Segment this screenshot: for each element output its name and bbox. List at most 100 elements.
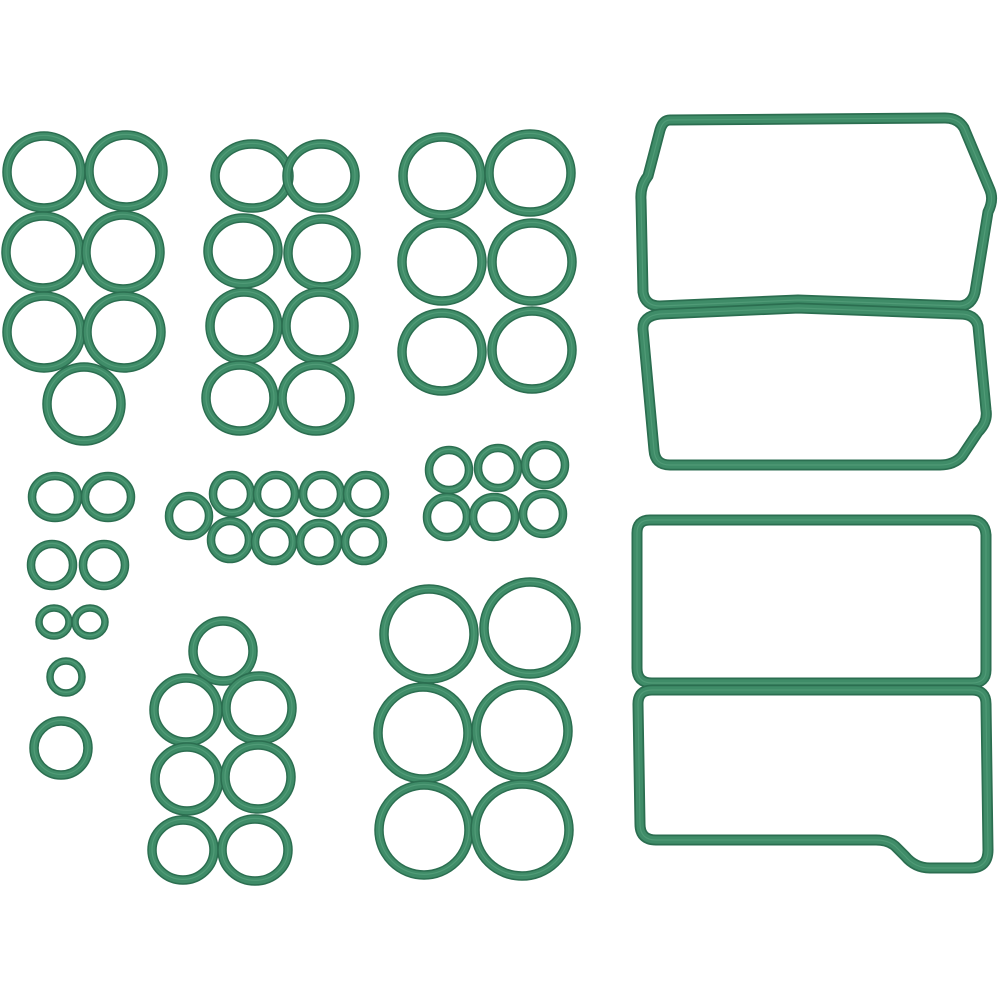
o-ring-highlight — [151, 818, 215, 881]
o-ring-highlight — [377, 685, 469, 780]
o-ring — [379, 584, 479, 684]
o-ring-highlight — [221, 817, 289, 882]
o-ring — [398, 132, 486, 220]
o-ring-highlight — [153, 676, 219, 743]
o-ring-highlight — [88, 133, 164, 207]
o-ring-highlight — [428, 448, 470, 490]
o-ring-highlight — [210, 519, 250, 560]
o-ring-highlight — [31, 474, 79, 518]
o-ring — [520, 440, 570, 490]
o-ring-highlight — [401, 221, 483, 301]
o-ring — [518, 489, 568, 539]
o-ring-highlight — [154, 745, 220, 812]
o-ring-highlight — [5, 214, 81, 288]
o-ring-highlight — [82, 542, 126, 587]
o-ring — [277, 360, 355, 436]
o-ring-highlight — [475, 683, 569, 778]
o-ring-highlight — [302, 473, 342, 513]
o-ring-highlight — [281, 363, 351, 431]
o-ring — [295, 518, 343, 566]
o-ring — [82, 291, 166, 373]
gasket-group — [631, 112, 998, 874]
o-ring-highlight — [426, 495, 468, 538]
o-ring — [298, 470, 346, 518]
o-ring-highlight — [285, 290, 355, 360]
o-ring — [281, 287, 359, 365]
o-ring — [42, 362, 126, 446]
o-ring — [424, 445, 474, 495]
o-ring — [80, 471, 136, 523]
o-ring-highlight — [522, 492, 564, 535]
o-ring-highlight — [205, 363, 275, 431]
o-ring — [373, 682, 473, 784]
o-ring — [35, 604, 73, 640]
o-ring — [397, 218, 487, 306]
o-ring — [203, 213, 283, 289]
o-ring — [150, 742, 224, 816]
o-ring — [468, 492, 520, 542]
o-ring — [27, 471, 83, 523]
o-ring-highlight — [472, 495, 516, 538]
o-ring-highlight — [192, 619, 254, 682]
o-ring-highlight — [287, 217, 357, 287]
o-ring-highlight — [207, 216, 279, 284]
o-ring — [470, 779, 574, 881]
o-ring-highlight — [85, 213, 161, 289]
o-ring-highlight — [84, 474, 132, 518]
o-ring-highlight — [86, 294, 162, 368]
o-ring-highlight — [488, 132, 572, 212]
o-ring-highlight — [383, 587, 475, 680]
lower-gasket — [631, 514, 994, 874]
o-ring — [208, 470, 256, 518]
o-ring-highlight — [491, 309, 573, 389]
o-ring-highlight — [168, 494, 210, 537]
o-ring-highlight — [212, 473, 252, 513]
o-ring-group — [1, 129, 581, 886]
o-ring-highlight — [6, 294, 82, 368]
o-ring-highlight — [6, 134, 82, 208]
o-ring — [149, 673, 223, 747]
o-ring-highlight — [38, 606, 70, 637]
o-ring-highlight — [402, 135, 482, 215]
gasket-highlight — [642, 307, 987, 466]
o-ring — [340, 518, 388, 566]
o-ring-highlight — [74, 606, 106, 637]
o-ring — [29, 716, 93, 780]
o-ring — [2, 291, 86, 373]
o-ring — [397, 308, 487, 396]
o-ring — [487, 218, 577, 306]
gasket-highlight — [636, 519, 987, 684]
o-ring — [473, 443, 523, 493]
o-ring-highlight — [33, 719, 89, 776]
o-ring-highlight — [209, 290, 279, 360]
o-ring — [487, 306, 577, 394]
o-ring — [484, 129, 576, 217]
o-ring — [188, 616, 258, 686]
o-ring-highlight — [378, 783, 470, 876]
o-ring-highlight — [344, 521, 384, 562]
o-ring — [2, 131, 86, 213]
o-ring-highlight — [256, 473, 296, 513]
gasket-highlight — [640, 117, 993, 307]
o-ring — [374, 780, 474, 880]
upper-gasket — [635, 112, 998, 471]
o-ring-highlight — [346, 473, 386, 513]
o-ring — [1, 211, 85, 293]
o-ring-highlight — [401, 311, 483, 391]
o-ring-highlight — [474, 782, 570, 877]
o-ring — [283, 214, 361, 292]
gasket-highlight — [637, 689, 989, 869]
o-ring-highlight — [491, 221, 573, 301]
o-ring — [84, 130, 168, 212]
o-ring-highlight — [483, 580, 577, 675]
o-ring-highlight — [224, 743, 292, 810]
o-ring-highlight — [286, 142, 356, 208]
o-ring — [206, 516, 254, 564]
o-ring — [71, 604, 109, 640]
o-ring — [164, 491, 214, 541]
o-ring-highlight — [46, 365, 122, 441]
o-ring — [78, 539, 130, 591]
o-ring — [147, 815, 219, 885]
o-ring — [252, 470, 300, 518]
